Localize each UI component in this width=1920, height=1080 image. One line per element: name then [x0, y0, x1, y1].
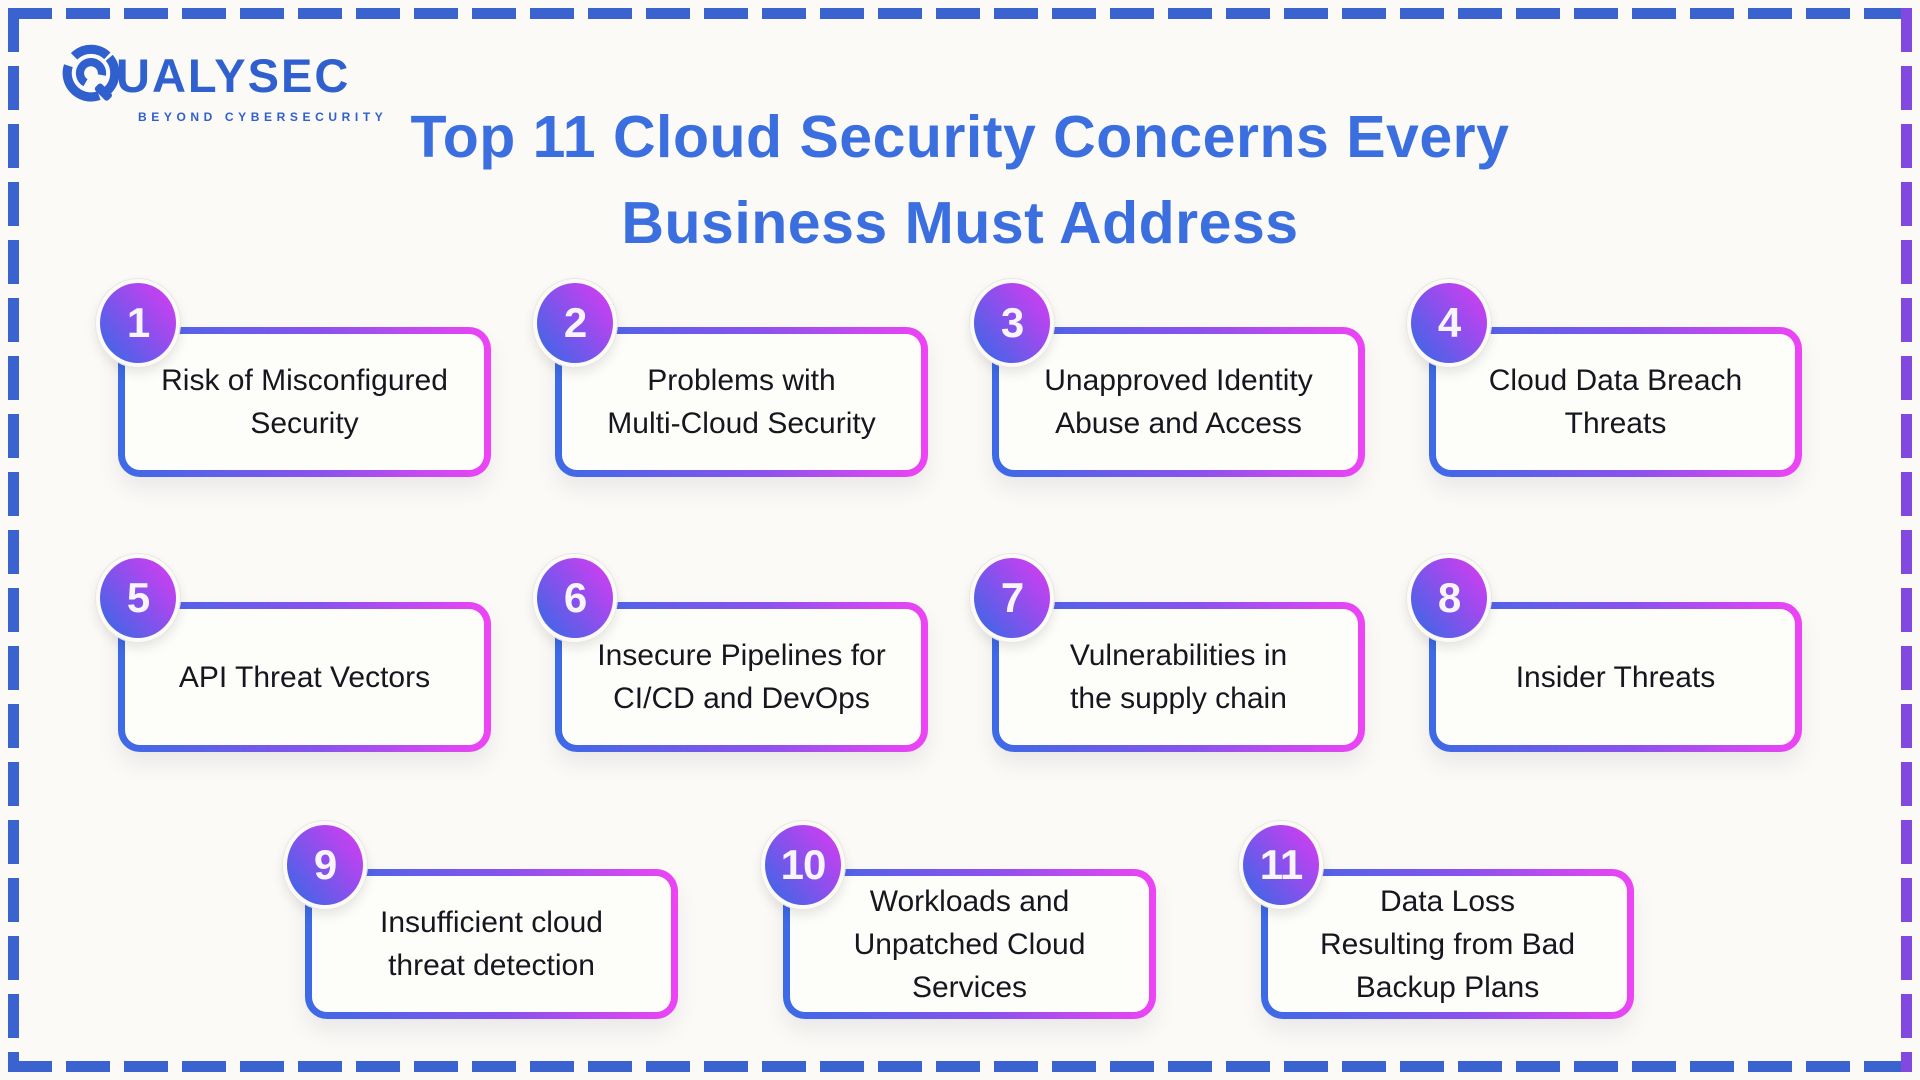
card-3-number: 3: [1000, 299, 1024, 346]
card-11-number-badge: 11: [1239, 821, 1323, 909]
qualysec-q-icon: [58, 42, 124, 108]
page-title-line1: Top 11 Cloud Security Concerns Every: [410, 104, 1510, 170]
card-5: 5 API Threat Vectors: [96, 554, 491, 752]
card-9-number-badge: 9: [283, 821, 367, 909]
card-4: 4 Cloud Data Breach Threats: [1407, 279, 1802, 477]
card-1: 1 Risk of Misconfigured Security: [96, 279, 491, 477]
card-1-body: Risk of Misconfigured Security: [125, 334, 484, 470]
card-8-text: Insider Threats: [1515, 660, 1716, 694]
card-11-number: 11: [1259, 841, 1303, 888]
card-4-text: Cloud Data Breach Threats: [1488, 364, 1743, 440]
frame-border-top: [8, 8, 1912, 19]
card-2-body: Problems with Multi-Cloud Security: [562, 334, 921, 470]
card-8: 8 Insider Threats: [1407, 554, 1802, 752]
card-4-body: Cloud Data Breach Threats: [1436, 334, 1795, 470]
card-8-body: Insider Threats: [1436, 609, 1795, 745]
card-5-text: API Threat Vectors: [178, 660, 431, 694]
card-1-number-badge: 1: [96, 279, 180, 367]
card-7-text: Vulnerabilities in the supply chain: [1069, 639, 1288, 715]
card-11-text: Data Loss Resulting from Bad Backup Plan…: [1319, 884, 1576, 1004]
card-9-text: Insufficient cloud threat detection: [380, 906, 603, 982]
logo-tagline: BEYOND CYBERSECURITY: [138, 110, 388, 124]
card-6-number: 6: [563, 574, 587, 621]
card-10-body: Workloads and Unpatched Cloud Services: [790, 876, 1149, 1012]
card-8-number: 8: [1437, 574, 1461, 621]
card-9-body: Insufficient cloud threat detection: [312, 876, 671, 1012]
page-title: Top 11 Cloud Security Concerns Every Bus…: [0, 94, 1920, 266]
card-4-number-badge: 4: [1407, 279, 1491, 367]
card-6-text: Insecure Pipelines for CI/CD and DevOps: [597, 639, 886, 715]
card-9: 9 Insufficient cloud threat detection: [283, 821, 678, 1019]
card-10-text: Workloads and Unpatched Cloud Services: [853, 884, 1086, 1004]
card-4-number: 4: [1437, 299, 1461, 346]
card-3-number-badge: 3: [970, 279, 1054, 367]
frame-border-right: [1901, 8, 1912, 1072]
card-5-number-badge: 5: [96, 554, 180, 642]
card-5-number: 5: [126, 574, 150, 621]
cards-row-2: 5 API Threat Vectors 6 Insecure Pipeline…: [96, 554, 1802, 752]
card-8-number-badge: 8: [1407, 554, 1491, 642]
cards-row-3: 9 Insufficient cloud threat detection 10…: [283, 821, 1634, 1019]
card-6-number-badge: 6: [533, 554, 617, 642]
card-7-number-badge: 7: [970, 554, 1054, 642]
card-11: 11 Data Loss Resulting from Bad Backup P…: [1239, 821, 1634, 1019]
page-title-line2: Business Must Address: [621, 190, 1299, 256]
cards-row-1: 1 Risk of Misconfigured Security 2 Probl…: [96, 279, 1802, 477]
card-11-body: Data Loss Resulting from Bad Backup Plan…: [1268, 876, 1627, 1012]
card-3-text: Unapproved Identity Abuse and Access: [1044, 364, 1313, 440]
card-10-number-badge: 10: [761, 821, 845, 909]
logo-wordmark: UALYSEC: [116, 48, 351, 102]
card-1-text: Risk of Misconfigured Security: [161, 364, 448, 440]
card-1-number: 1: [126, 299, 150, 346]
card-7-body: Vulnerabilities in the supply chain: [999, 609, 1358, 745]
card-2-text: Problems with Multi-Cloud Security: [607, 364, 876, 440]
card-2-number-badge: 2: [533, 279, 617, 367]
card-5-body: API Threat Vectors: [125, 609, 484, 745]
qualysec-logo: UALYSEC BEYOND CYBERSECURITY: [58, 42, 387, 123]
card-7: 7 Vulnerabilities in the supply chain: [970, 554, 1365, 752]
card-9-number: 9: [313, 841, 337, 888]
card-3: 3 Unapproved Identity Abuse and Access: [970, 279, 1365, 477]
card-10-number: 10: [780, 841, 827, 888]
frame-border-left: [8, 8, 19, 1072]
card-7-number: 7: [1000, 574, 1024, 621]
card-6-body: Insecure Pipelines for CI/CD and DevOps: [562, 609, 921, 745]
card-6: 6 Insecure Pipelines for CI/CD and DevOp…: [533, 554, 928, 752]
card-10: 10 Workloads and Unpatched Cloud Service…: [761, 821, 1156, 1019]
card-3-body: Unapproved Identity Abuse and Access: [999, 334, 1358, 470]
card-2-number: 2: [563, 299, 587, 346]
card-2: 2 Problems with Multi-Cloud Security: [533, 279, 928, 477]
frame-border-bottom: [8, 1061, 1912, 1072]
